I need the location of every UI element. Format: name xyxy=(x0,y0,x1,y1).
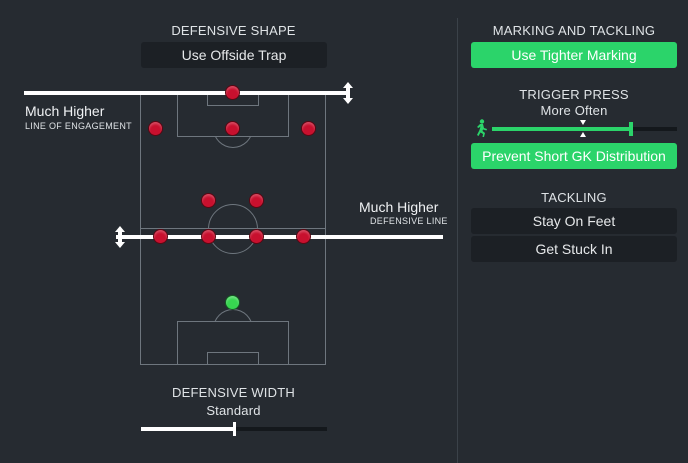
trigger-press-default-marker-icon xyxy=(580,120,586,125)
trigger-press-handle[interactable] xyxy=(628,122,633,136)
player-left-midfielder[interactable] xyxy=(149,122,162,135)
player-left-centre-back[interactable] xyxy=(202,230,215,243)
line-of-engagement-bar[interactable] xyxy=(24,91,348,95)
player-goalkeeper[interactable] xyxy=(226,296,239,309)
trigger-press-default-marker-bottom-icon xyxy=(580,132,586,137)
player-left-back[interactable] xyxy=(154,230,167,243)
marking-tackling-header: MARKING AND TACKLING xyxy=(492,23,656,38)
trigger-press-value: More Often xyxy=(540,103,608,118)
trigger-press-header: TRIGGER PRESS xyxy=(519,87,629,102)
defensive-width-handle[interactable] xyxy=(232,422,236,436)
player-right-midfielder[interactable] xyxy=(302,122,315,135)
panel-divider xyxy=(457,18,458,463)
center-circle xyxy=(208,204,258,254)
line-of-engagement-value: Much Higher xyxy=(25,103,105,119)
player-right-back[interactable] xyxy=(297,230,310,243)
bottom-goal-box xyxy=(207,352,259,365)
defensive-line-arrow-icon[interactable] xyxy=(114,226,126,248)
tighter-marking-button[interactable]: Use Tighter Marking xyxy=(471,42,677,68)
stay-on-feet-button[interactable]: Stay On Feet xyxy=(471,208,677,234)
tackling-header: TACKLING xyxy=(541,190,607,205)
get-stuck-in-button[interactable]: Get Stuck In xyxy=(471,236,677,262)
offside-trap-button[interactable]: Use Offside Trap xyxy=(141,42,327,68)
player-right-centre-back[interactable] xyxy=(250,230,263,243)
running-player-icon xyxy=(474,119,488,137)
defensive-width-fill xyxy=(141,427,234,431)
defensive-line-label: DEFENSIVE LINE xyxy=(370,216,448,226)
trigger-press-slider[interactable] xyxy=(492,120,677,137)
defensive-line-bar[interactable] xyxy=(116,235,443,239)
trigger-press-fill xyxy=(492,127,631,131)
line-of-engagement-label: LINE OF ENGAGEMENT xyxy=(25,121,132,131)
defensive-shape-header: DEFENSIVE SHAPE xyxy=(171,23,296,38)
prevent-short-gk-button[interactable]: Prevent Short GK Distribution xyxy=(471,143,677,169)
defensive-line-value: Much Higher xyxy=(359,199,439,215)
player-striker[interactable] xyxy=(226,86,239,99)
player-right-central-midfielder[interactable] xyxy=(250,194,263,207)
player-left-central-midfielder[interactable] xyxy=(202,194,215,207)
engagement-arrow-icon[interactable] xyxy=(342,82,354,104)
defensive-width-value: Standard xyxy=(206,403,261,418)
defensive-width-slider[interactable] xyxy=(141,422,327,436)
player-attacking-midfielder[interactable] xyxy=(226,122,239,135)
defensive-width-header: DEFENSIVE WIDTH xyxy=(172,385,295,400)
